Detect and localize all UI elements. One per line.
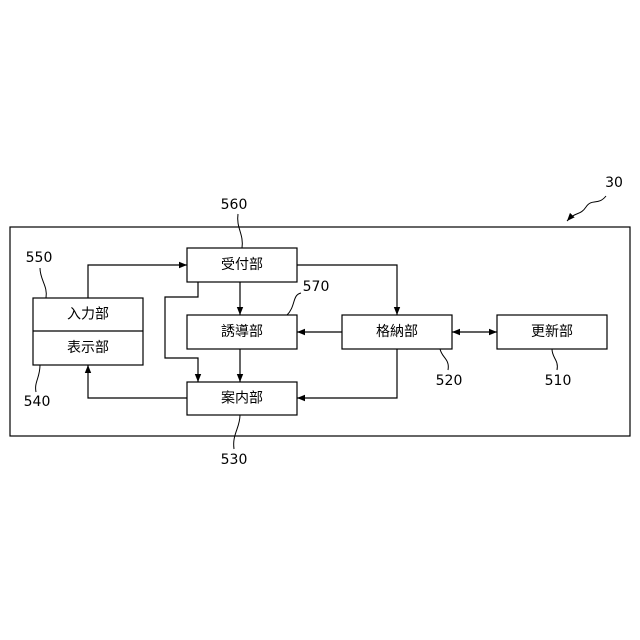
block-input-leader (40, 268, 46, 298)
system-ref-leader (567, 196, 606, 221)
block-input-label: 入力部 (67, 307, 109, 323)
block-storage-leader (440, 349, 448, 370)
block-display-label: 表示部 (67, 340, 109, 356)
block-update-label: 更新部 (531, 324, 573, 340)
block-guidance-label: 誘導部 (221, 324, 263, 340)
system-ref-label: 30 (605, 175, 623, 191)
block-display-ref: 540 (24, 394, 51, 410)
block-reception-ref: 560 (221, 197, 248, 213)
block-storage-ref: 520 (436, 373, 463, 389)
block-input-ref: 550 (26, 250, 53, 266)
block-storage: 格納部 (342, 315, 452, 349)
block-update-leader (552, 349, 557, 370)
block-reception-label: 受付部 (221, 257, 263, 273)
block-guidance-ref: 570 (303, 279, 330, 295)
block-reception: 受付部 (187, 248, 297, 282)
block-information-ref: 530 (221, 452, 248, 468)
block-update-ref: 510 (545, 373, 572, 389)
block-display-leader (36, 365, 40, 392)
block-information-leader (234, 415, 240, 449)
block-information-label: 案内部 (221, 390, 263, 407)
arrow-input-to-reception (88, 265, 187, 298)
block-input-display: 入力部 表示部 (33, 298, 143, 365)
block-guidance: 誘導部 (187, 315, 297, 349)
block-information: 案内部 (187, 382, 297, 415)
block-update: 更新部 (497, 315, 607, 349)
arrow-storage-to-information (297, 349, 397, 398)
arrow-information-to-display (88, 365, 187, 398)
block-reception-leader (238, 214, 243, 248)
block-guidance-leader (287, 293, 301, 315)
block-storage-label: 格納部 (376, 324, 418, 340)
